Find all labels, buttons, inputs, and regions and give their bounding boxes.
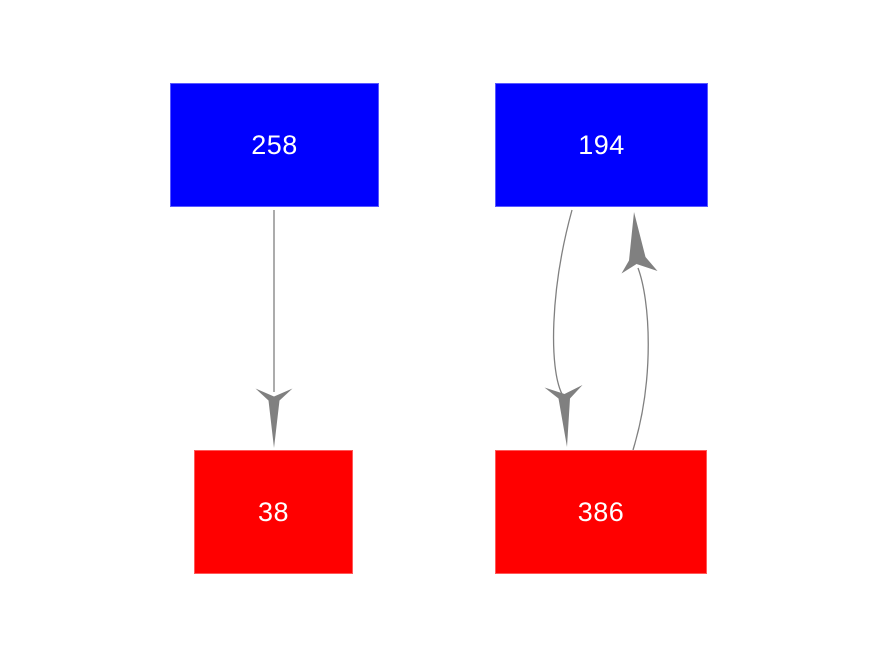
node-194[interactable]: 194 (495, 83, 708, 207)
node-258[interactable]: 258 (170, 83, 379, 207)
edge-arrowhead-386-194 (621, 212, 658, 274)
edge-path-386-194 (632, 267, 649, 451)
node-38[interactable]: 38 (194, 450, 353, 574)
edge-arrowhead-194-386 (544, 385, 583, 447)
edge-258-to-38 (255, 210, 293, 448)
node-label-386: 386 (577, 496, 625, 527)
node-label-258: 258 (251, 129, 298, 160)
node-386[interactable]: 386 (495, 450, 707, 574)
node-label-38: 38 (257, 496, 290, 527)
edge-arrowhead-258-38 (255, 388, 293, 448)
edge-194-to-386 (544, 209, 583, 447)
edge-386-to-194 (621, 212, 658, 451)
node-label-194: 194 (578, 129, 625, 160)
edge-path-194-386 (552, 209, 573, 395)
